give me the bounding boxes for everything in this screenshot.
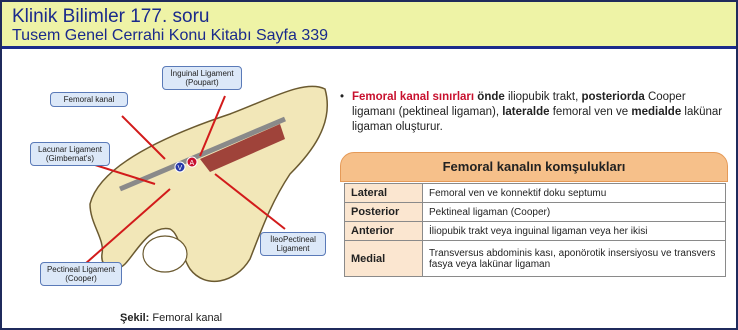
bullet-bold-medialde: medialde (631, 106, 681, 118)
row-key: Anterior (345, 222, 423, 241)
caption-label: Şekil: (120, 312, 149, 324)
label-pectineal-ligament: Pectineal Ligament (Cooper) (40, 262, 122, 286)
row-value: Transversus abdominis kası, aponörotik i… (423, 241, 726, 277)
label-femoral-kanal: Femoral kanal (50, 92, 128, 107)
header: Klinik Bilimler 177. soru Tusem Genel Ce… (2, 2, 736, 46)
vein-letter: V (178, 165, 183, 172)
row-value: Femoral ven ve konnektif doku septumu (423, 184, 726, 203)
row-key: Medial (345, 241, 423, 277)
row-value: İliopubik trakt veya inguinal ligaman ve… (423, 222, 726, 241)
label-inguinal-ligament: İnguinal Ligament (Poupart) (162, 66, 242, 90)
bullet-text-1: iliopubik trakt, (505, 91, 582, 103)
row-value: Pektineal ligaman (Cooper) (423, 203, 726, 222)
slide-title: Klinik Bilimler 177. soru (12, 7, 726, 27)
bullet-bold-posteriorda: posteriorda (581, 91, 644, 103)
row-key: Lateral (345, 184, 423, 203)
artery-letter: A (190, 160, 195, 167)
label-lacunar-ligament: Lacunar Ligament (Gimbernat's) (30, 142, 110, 166)
bullet-text-3: femoral ven ve (550, 106, 632, 118)
obturator-foramen (143, 236, 187, 272)
bullet-paragraph: • Femoral kanal sınırları önde iliopubik… (352, 90, 724, 135)
label-ileopectineal-ligament: İleoPectineal Ligament (260, 232, 326, 256)
header-divider (2, 46, 736, 49)
bullet-dot: • (340, 90, 344, 105)
table-row: Lateral Femoral ven ve konnektif doku se… (345, 184, 726, 203)
neighbors-table: Lateral Femoral ven ve konnektif doku se… (344, 183, 726, 277)
table-title: Femoral kanalın komşulukları (340, 152, 728, 182)
bullet-highlight: Femoral kanal sınırları (352, 91, 474, 103)
femoral-canal-figure: V A Femoral kanal İnguinal Ligament (Pou… (30, 64, 340, 329)
table-row: Medial Transversus abdominis kası, aponö… (345, 241, 726, 277)
table-row: Posterior Pektineal ligaman (Cooper) (345, 203, 726, 222)
table-row: Anterior İliopubik trakt veya inguinal l… (345, 222, 726, 241)
figure-caption: Şekil: Femoral kanal (120, 312, 222, 324)
row-key: Posterior (345, 203, 423, 222)
caption-text: Femoral kanal (152, 312, 222, 324)
bullet-bold-onde: önde (477, 91, 504, 103)
slide-subtitle: Tusem Genel Cerrahi Konu Kitabı Sayfa 33… (12, 27, 726, 45)
bullet-bold-lateralde: lateralde (502, 106, 549, 118)
